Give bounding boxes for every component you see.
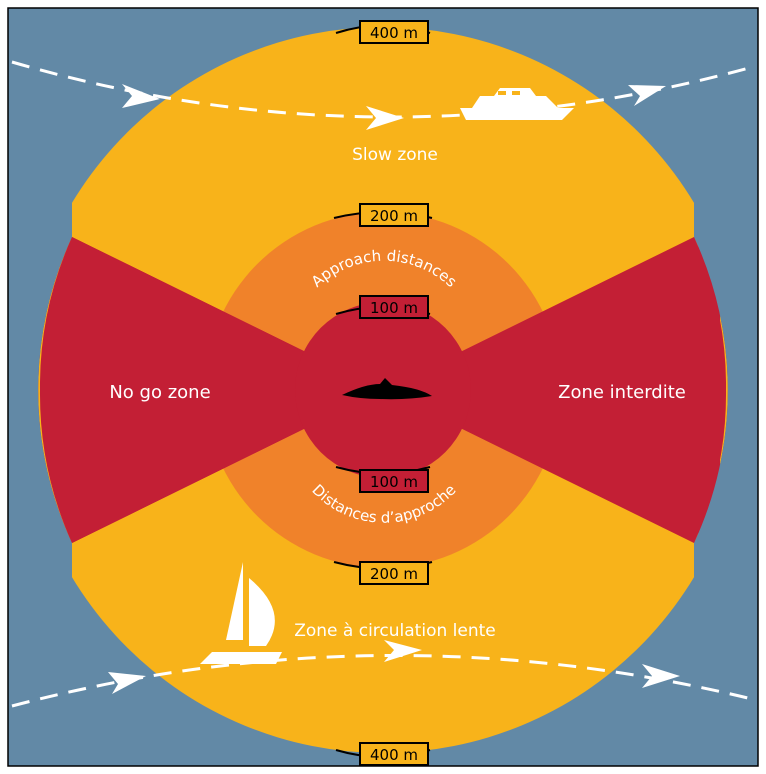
distance-marker-100-bottom: 100 m [335,466,431,493]
distance-marker-400-bottom: 400 m [335,742,431,766]
slow-zone-label: Slow zone [352,145,438,165]
water-mask-left [9,200,72,580]
no-go-zone-left-fill [39,237,384,543]
boat-track-bottom [11,654,757,708]
no-go-zone-right-fill [383,237,727,543]
distance-marker-200-top: 200 m [333,203,433,227]
distance-marker-100-top: 100 m [335,295,431,319]
no-go-zone-label: No go zone [109,382,210,403]
no-go-zone-label-fr: Zone interdite [558,382,686,403]
slow-zone-label-fr: Zone à circulation lente [294,621,496,641]
svg-text:400 m: 400 m [370,746,418,764]
distance-marker-200-bottom: 200 m [333,561,433,585]
arrow-icon [384,640,422,662]
arrow-icon [628,85,666,106]
svg-text:400 m: 400 m [370,24,418,42]
svg-text:100 m: 100 m [370,299,418,317]
arrow-icon [108,672,146,694]
distance-marker-400-top: 400 m [335,20,431,44]
motorboat-icon [460,88,574,120]
sailboat-icon [200,562,282,664]
svg-text:100 m: 100 m [370,473,418,491]
whale-icon [342,378,432,400]
svg-text:200 m: 200 m [370,207,418,225]
water-mask-right [694,200,757,580]
arrow-icon [366,106,404,130]
arrow-icon [642,664,680,688]
svg-text:200 m: 200 m [370,565,418,583]
arrow-icon [122,84,160,108]
